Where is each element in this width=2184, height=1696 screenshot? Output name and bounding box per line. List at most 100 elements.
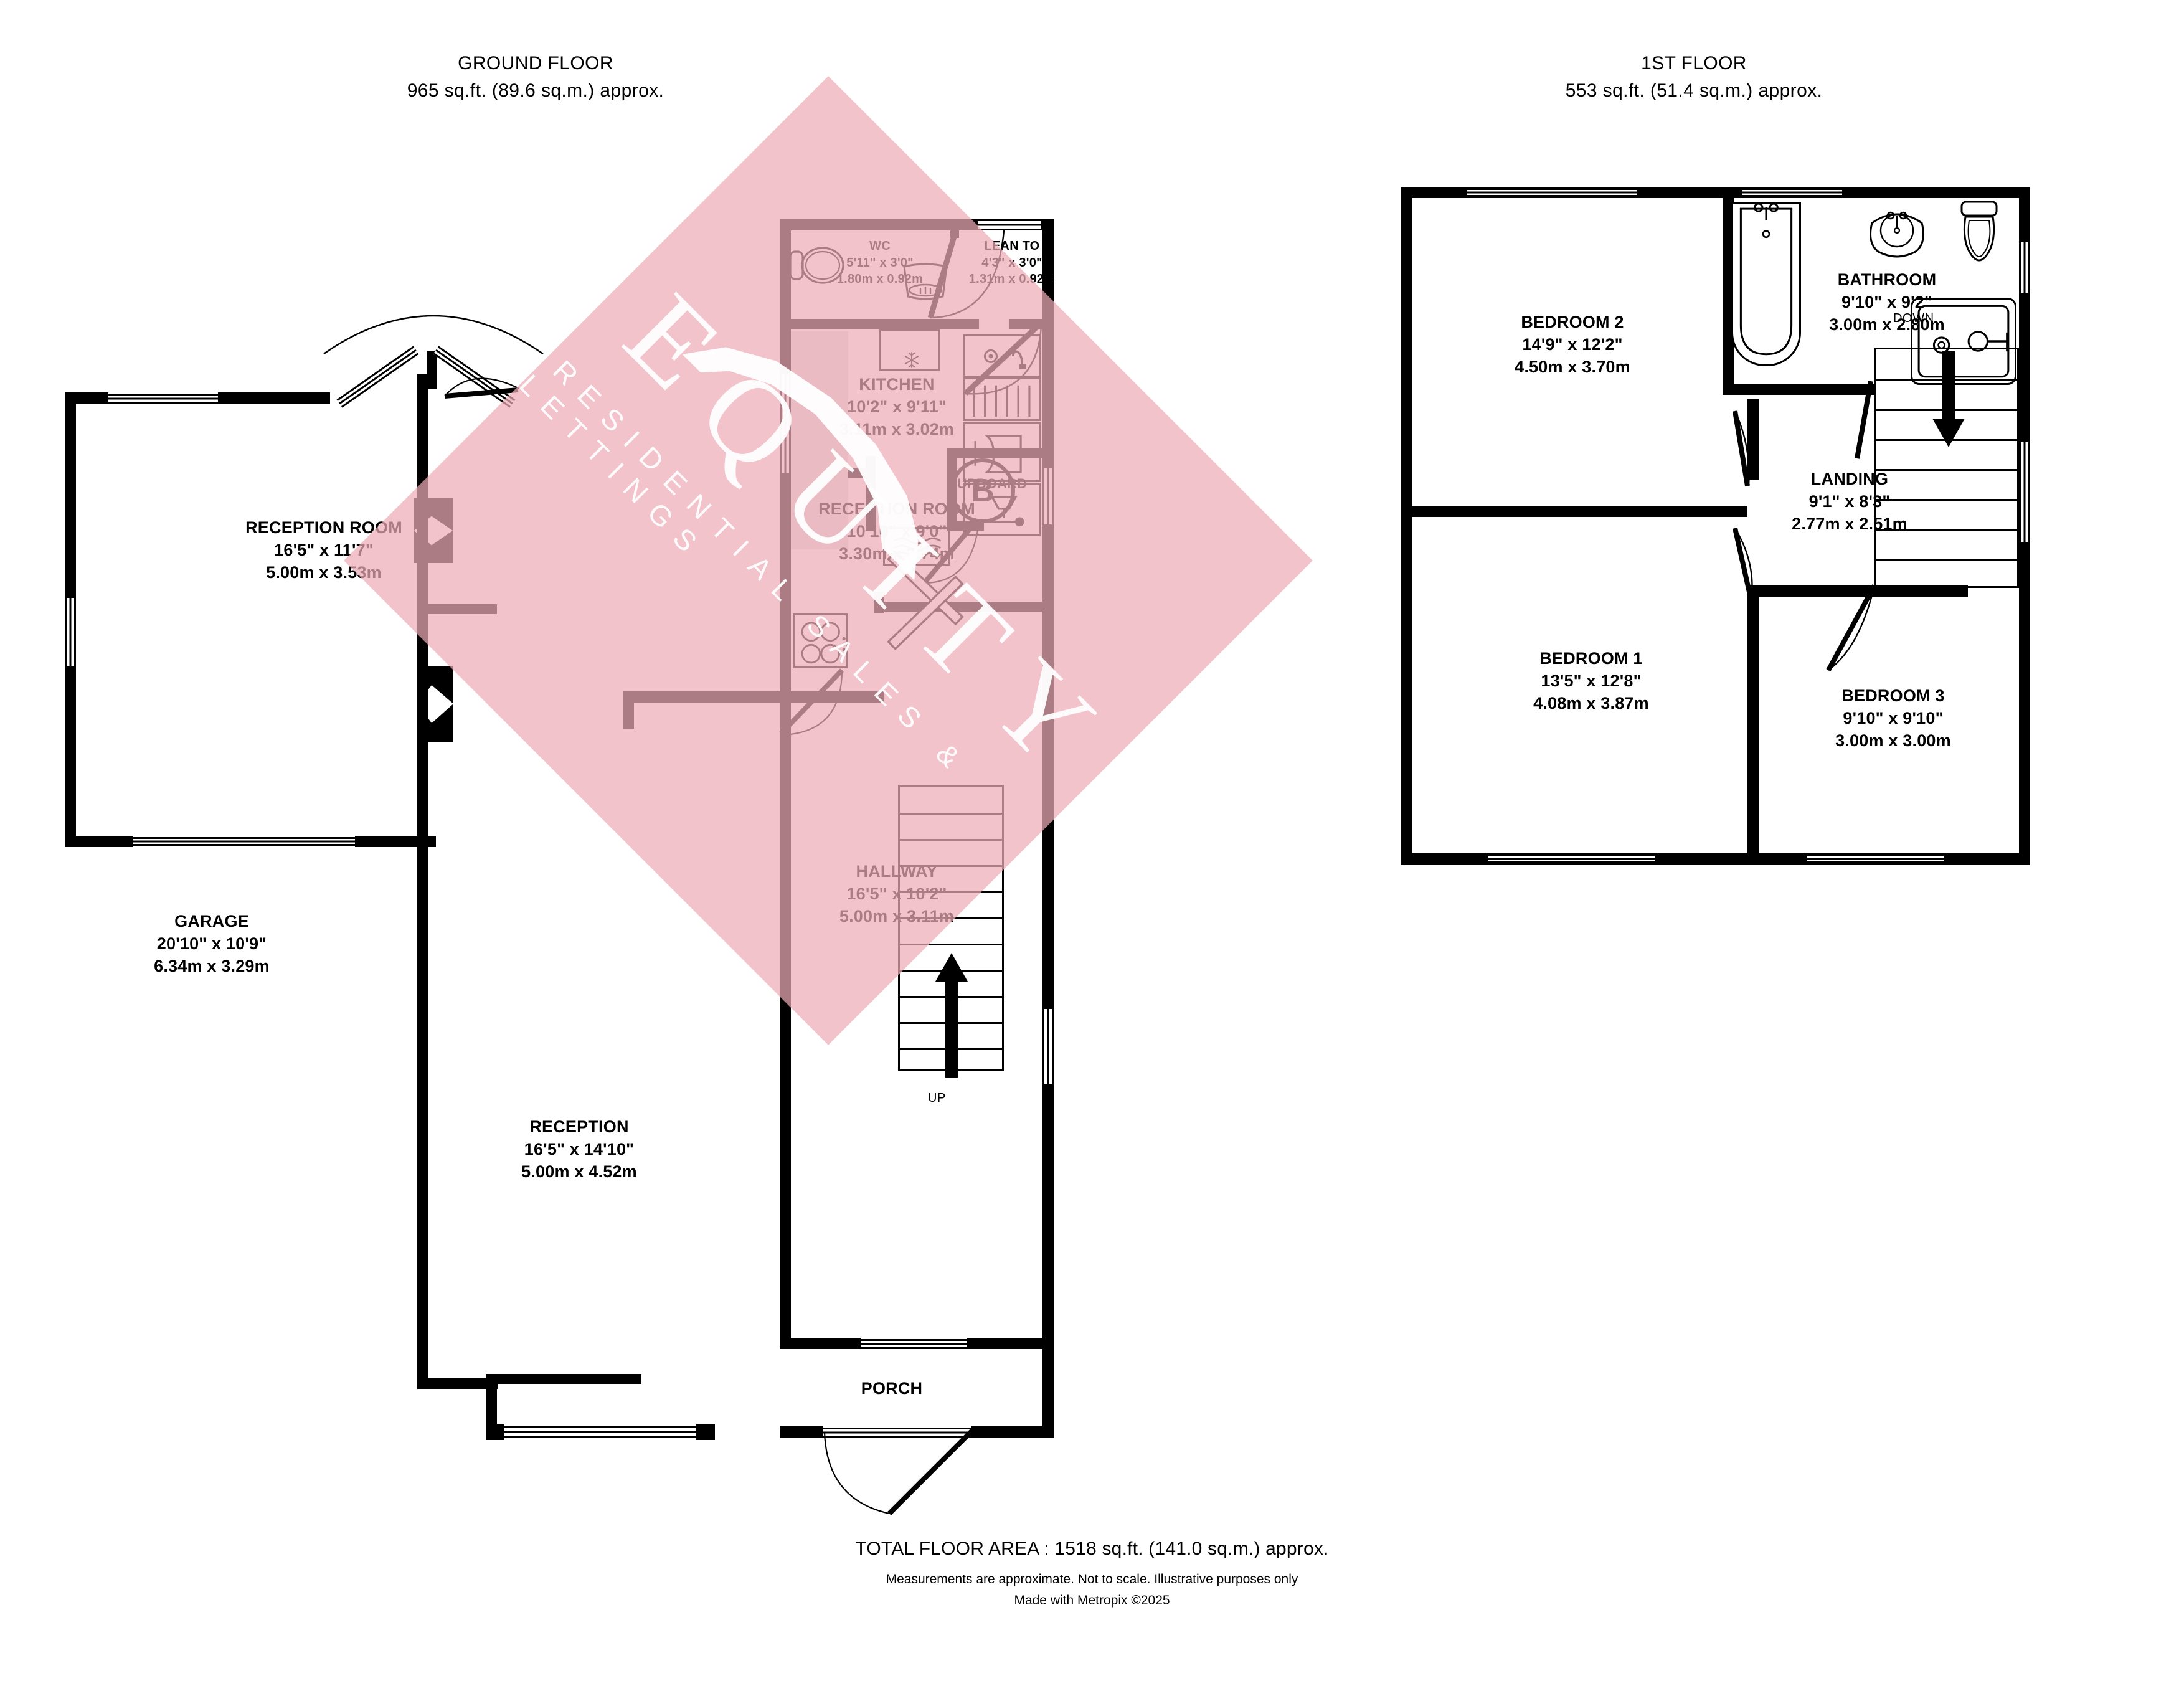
first-floor-heading: 1ST FLOOR 553 sq.ft. (51.4 sq.m.) approx… [1557,50,1831,104]
wall [1747,585,1759,865]
room-imperial: 9'10" x 9'10" [1843,708,1944,727]
french-doors [887,550,964,651]
wall [623,691,634,729]
wall [65,392,108,404]
wall [1874,585,1968,597]
room-name: RECEPTION ROOM [245,518,402,537]
first-floor-area: 553 sq.ft. (51.4 sq.m.) approx. [1565,80,1823,101]
window [2019,442,2030,542]
room-label-bedroom-3: BEDROOM 3 9'10" x 9'10" 3.00m x 3.00m [1794,685,1993,752]
room-imperial: 13'5" x 12'8" [1541,671,1642,690]
room-imperial: 5'11" x 3'0" [846,255,914,270]
toilet-icon [1949,199,2008,278]
window [823,1428,971,1438]
window [1488,855,1655,863]
wall [428,604,497,614]
window [1042,1009,1054,1084]
wall [1723,187,1734,392]
room-name: HALLWAY [856,862,938,881]
wall [1401,187,1412,523]
wall [2019,187,2030,242]
room-name: BEDROOM 3 [1841,686,1945,705]
room-imperial: 16'5" x 10'2" [846,884,947,903]
room-metric: 5.00m x 3.53m [266,562,382,582]
room-imperial: 16'5" x 14'10" [524,1139,635,1158]
fridge-icon [879,329,940,371]
room-name: BEDROOM 1 [1539,649,1643,668]
room-metric: 5.00m x 3.11m [839,906,955,926]
wall [780,1338,861,1349]
ground-floor-title: GROUND FLOOR [458,53,613,73]
room-name: WC [869,239,891,253]
wall [967,1338,1054,1349]
room-name: PORCH [861,1379,923,1398]
room-imperial: 10'2" x 9'11" [847,397,947,416]
door-porch-entry [823,1428,975,1515]
wall [1747,399,1759,480]
room-imperial: 9'1" x 8'3" [1808,491,1891,511]
room-name: CUPBOARD [947,476,1028,491]
wall [780,319,979,329]
wall [486,1424,504,1440]
room-imperial: 14'9" x 12'2" [1522,334,1623,354]
wall [486,1383,497,1426]
ground-floor-heading: GROUND FLOOR 965 sq.ft. (89.6 sq.m.) app… [399,50,673,104]
first-floor-title: 1ST FLOOR [1641,53,1747,73]
room-label-kitchen: KITCHEN 10'2" x 9'11" 3.11m x 3.02m [810,374,984,441]
room-name: RECEPTION ROOM [818,500,975,518]
window [108,394,218,404]
door-garage-side [444,377,520,399]
room-imperial: 4'3" x 3'0" [981,255,1042,270]
room-name: KITCHEN [859,375,935,394]
room-label-reception-room-2: RECEPTION ROOM 10'10" x 9'0" 3.30m x 2.7… [803,498,990,566]
stair-up-label: UP [928,1091,946,1105]
window [133,837,355,846]
room-name: BATHROOM [1837,270,1937,289]
shower-icon [1911,298,2016,385]
room-imperial: 20'10" x 10'9" [156,934,267,953]
room-label-lean-to: LEAN TO 4'3" x 3'0" 1.31m x 0.92m [947,238,1077,288]
wall [971,1426,1054,1438]
room-metric: 4.08m x 3.87m [1533,693,1649,713]
room-metric: 3.30m x 2.74m [839,544,955,563]
wall [780,498,790,660]
room-metric: 4.50m x 3.70m [1515,357,1630,376]
room-metric: 3.11m x 3.02m [839,419,955,438]
wall [1401,498,1412,865]
stair-up-arrow [935,953,968,1078]
wall [417,1378,498,1389]
room-label-bedroom-2: BEDROOM 2 14'9" x 12'2" 4.50m x 3.70m [1470,311,1675,379]
room-imperial: 9'10" x 9'2" [1841,292,1932,311]
room-name: LANDING [1810,470,1889,488]
window [1807,855,1944,863]
footer-note-1: Measurements are approximate. Not to sca… [886,1572,1298,1586]
room-label-reception: RECEPTION 16'5" x 14'10" 5.00m x 4.52m [473,1116,685,1183]
room-label-garage: GARAGE 20'10" x 10'9" 6.34m x 3.29m [106,911,318,978]
room-label-cupboard: CUPBOARD [928,475,1046,493]
footer-note-2: Made with Metropix ©2025 [1014,1593,1170,1608]
room-metric: 3.00m x 2.80m [1829,315,1945,334]
wall [780,1426,823,1438]
ground-floor-plan: B [65,187,1146,1515]
room-metric: 6.34m x 3.29m [154,956,270,975]
stair-down-label: DOWN [1893,311,1934,325]
wall [1759,585,1877,597]
window [780,374,791,473]
room-metric: 3.00m x 3.00m [1835,731,1951,750]
window [1742,188,1842,197]
room-name: BEDROOM 2 [1521,313,1624,331]
wall [417,374,428,860]
room-imperial: 10'10" x 9'0" [846,521,947,541]
window [1467,188,1637,197]
window [65,598,76,666]
window [2019,242,2030,293]
room-label-wc: WC 5'11" x 3'0" 1.80m x 0.92m [815,238,945,288]
door-bathroom [1855,381,1873,459]
room-imperial: 16'5" x 11'7" [274,540,374,559]
wall [417,860,428,1389]
stair-down-arrow [1932,351,1965,447]
wall [696,1424,715,1440]
wall [65,666,76,847]
room-metric: 1.80m x 0.92m [836,272,924,287]
room-name: LEAN TO [984,239,1040,253]
